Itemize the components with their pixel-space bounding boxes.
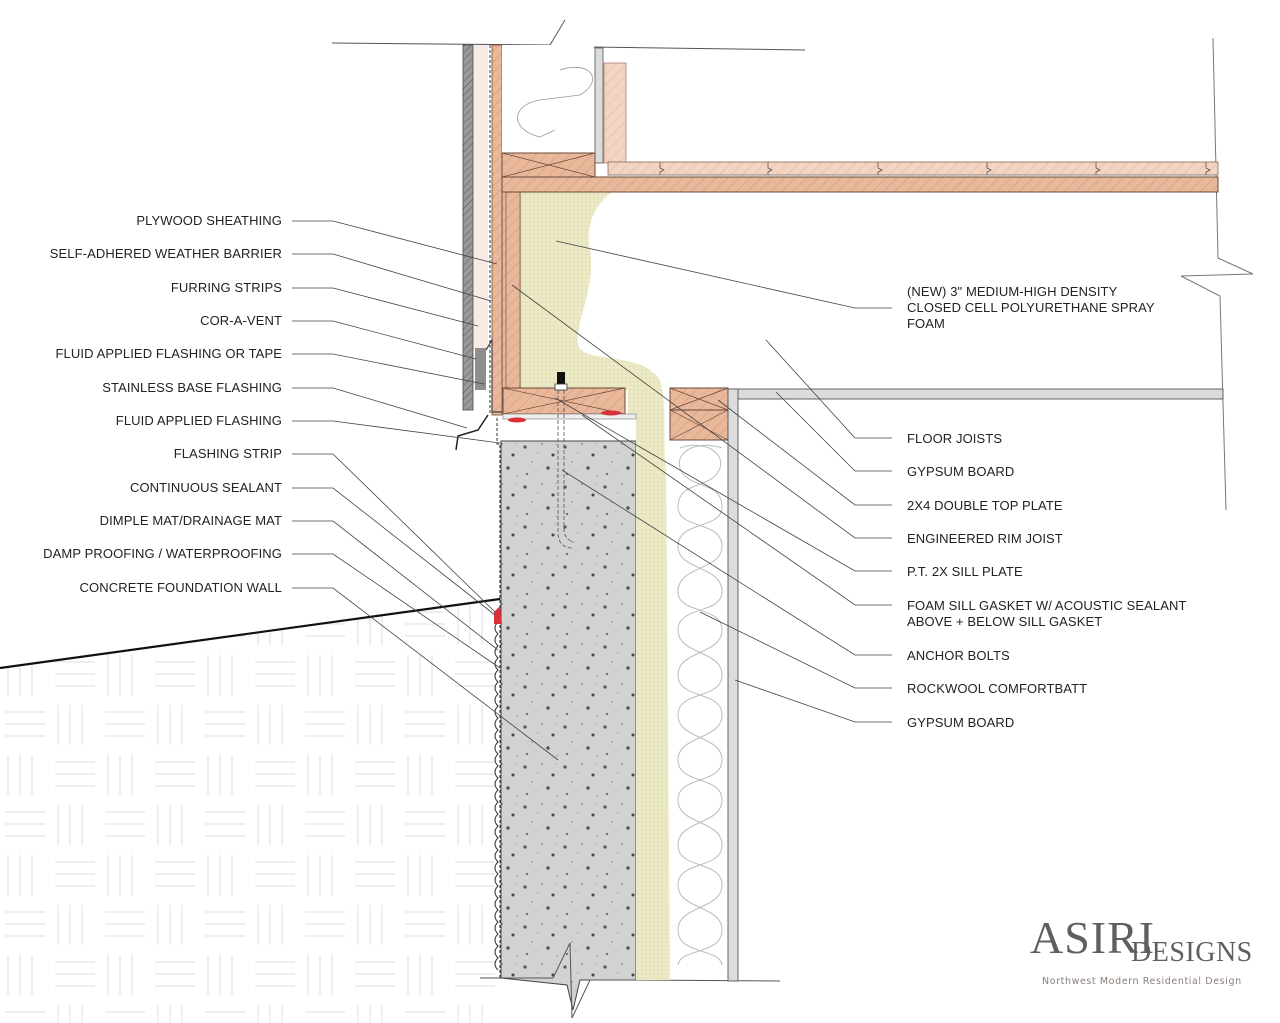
rim-joist-inner [505,191,521,389]
continuous-sealant-grade [494,606,502,624]
right-leader-lines [511,240,892,723]
left-leader-lines [292,220,559,761]
callout-engineered-rim-joist: ENGINEERED RIM JOIST [907,531,1063,546]
callout-flashing-strip: FLASHING STRIP [173,446,282,461]
callout-anchor-bolts: ANCHOR BOLTS [907,648,1010,663]
callout-plywood-sheathing: PLYWOOD SHEATHING [136,213,282,228]
brand-tagline: Northwest Modern Residential Design [1042,976,1242,987]
brand-logo: ASIRI DESIGNS Northwest Modern Residenti… [1030,915,1270,995]
callout-continuous-sealant: CONTINUOUS SEALANT [129,480,282,495]
double-top-plate [669,387,729,441]
callout-furring-strips: FURRING STRIPS [170,280,282,295]
callout-spray-foam-line1: (NEW) 3" MEDIUM-HIGH DENSITY [907,284,1118,299]
callout-sill-plate: P.T. 2X SILL PLATE [907,564,1023,579]
callout-floor-joists: FLOOR JOISTS [907,431,1003,446]
callout-gypsum-board-ceiling: GYPSUM BOARD [907,464,1015,479]
callout-sill-gasket-line2: ABOVE + BELOW SILL GASKET [907,614,1103,629]
callout-stainless-base-flashing: STAINLESS BASE FLASHING [102,380,282,395]
sill-plate [502,387,637,423]
upper-wall-cavity [501,45,627,178]
brand-name-sub: DESIGNS [1131,937,1253,968]
right-break-line [1180,37,1254,511]
callout-fluid-flashing-tape: FLUID APPLIED FLASHING OR TAPE [55,346,282,361]
callout-gypsum-board-wall: GYPSUM BOARD [907,715,1015,730]
callout-dimple-mat: DIMPLE MAT/DRAINAGE MAT [99,513,282,528]
brand-name-main: ASIRI [1030,912,1156,963]
callout-damp-proofing: DAMP PROOFING / WATERPROOFING [43,546,282,561]
callout-fluid-applied-flashing: FLUID APPLIED FLASHING [115,413,282,428]
rockwool-batt [677,444,723,966]
anchor-bolt [554,372,575,549]
floor-assembly [501,161,1219,193]
soil-fill [0,597,501,1023]
callout-rockwool: ROCKWOOL COMFORTBATT [907,681,1088,696]
callout-spray-foam-line2: CLOSED CELL POLYURETHANE SPRAY [907,300,1155,315]
callout-weather-barrier: SELF-ADHERED WEATHER BARRIER [49,246,282,261]
gypsum-boards [727,388,1224,982]
callout-concrete-foundation-wall: CONCRETE FOUNDATION WALL [79,580,282,595]
callout-spray-foam-line3: FOAM [907,316,945,331]
callout-double-top-plate: 2X4 DOUBLE TOP PLATE [907,498,1063,513]
callout-sill-gasket-line1: FOAM SILL GASKET W/ ACOUSTIC SEALANT [907,598,1187,613]
dimple-mat [494,609,499,971]
upper-wall-assembly [455,44,503,451]
callout-cor-a-vent: COR-A-VENT [200,313,282,328]
